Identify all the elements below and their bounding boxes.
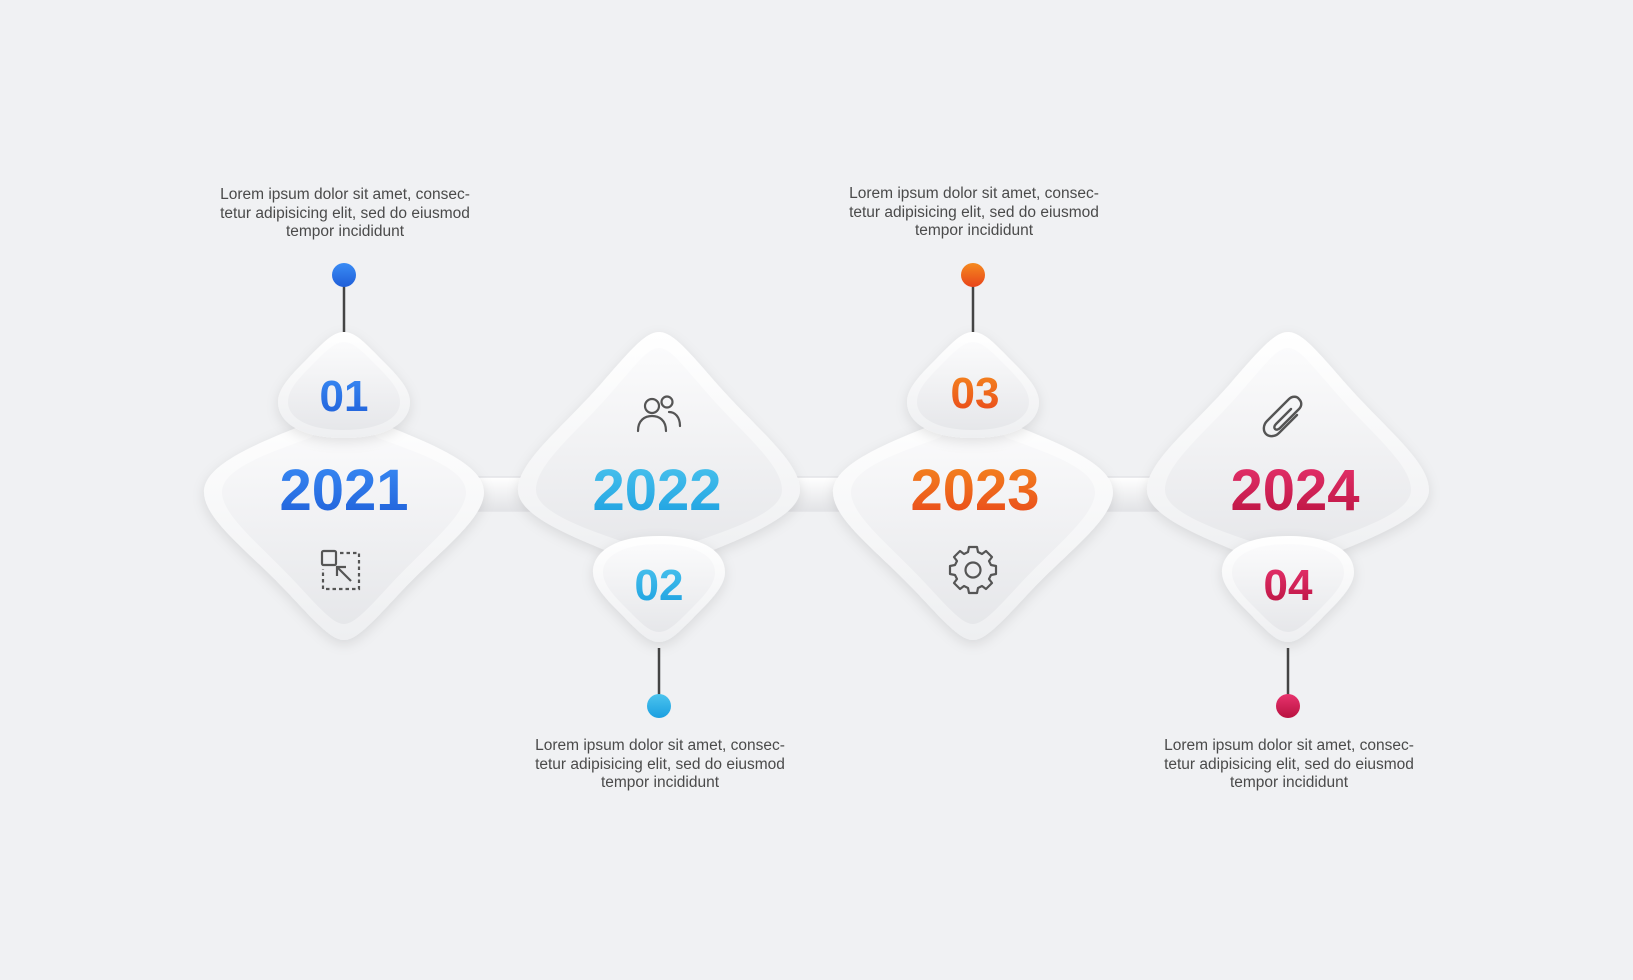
- step-number: 02: [635, 561, 684, 610]
- description-line: tetur adipisicing elit, sed do eiusmod: [849, 203, 1099, 221]
- step-number: 04: [1264, 561, 1313, 610]
- timeline-step-2023: 03 2023: [833, 263, 1113, 640]
- description-line: tempor incididunt: [1229, 774, 1349, 791]
- marker-dot: [961, 263, 985, 287]
- description-line: Lorem ipsum dolor sit amet, consec-: [1164, 737, 1414, 754]
- description-line: Lorem ipsum dolor sit amet, consec-: [849, 185, 1099, 202]
- diamond-inner: [222, 424, 466, 624]
- step-number: 03: [951, 369, 1000, 418]
- description-line: Lorem ipsum dolor sit amet, consec-: [220, 186, 470, 203]
- description-line: tempor incididunt: [285, 223, 405, 240]
- paperclip-icon: [1262, 395, 1303, 438]
- description-line: tempor incididunt: [914, 222, 1034, 239]
- description-line: tempor incididunt: [600, 774, 720, 791]
- diamond-inner: [536, 348, 782, 556]
- step-year: 2022: [592, 458, 721, 523]
- description-line: Lorem ipsum dolor sit amet, consec-: [535, 737, 785, 754]
- step-description-2024: Lorem ipsum dolor sit amet, consec- tetu…: [1129, 737, 1449, 793]
- number-cap-inner: [917, 342, 1029, 430]
- step-description-2021: Lorem ipsum dolor sit amet, consec- tetu…: [185, 186, 505, 242]
- step-year: 2021: [279, 458, 408, 523]
- description-line: tetur adipisicing elit, sed do eiusmod: [535, 755, 785, 773]
- number-cap-inner: [288, 342, 400, 430]
- step-year: 2024: [1230, 458, 1359, 523]
- number-cap-inner: [603, 544, 715, 632]
- diamond-inner: [851, 424, 1095, 624]
- diamond-inner: [1165, 348, 1411, 556]
- step-description-2023: Lorem ipsum dolor sit amet, consec- tetu…: [814, 185, 1134, 241]
- gear-icon: [948, 545, 998, 595]
- select-move-icon: [320, 549, 361, 591]
- step-description-2022: Lorem ipsum dolor sit amet, consec- tetu…: [500, 737, 820, 793]
- marker-dot: [332, 263, 356, 287]
- users-icon: [636, 395, 682, 433]
- timeline-step-2021: 01 2021: [204, 263, 484, 640]
- description-line: tetur adipisicing elit, sed do eiusmod: [1164, 755, 1414, 773]
- timeline-step-2024: 04 2024: [1147, 332, 1429, 718]
- number-cap-inner: [1232, 544, 1344, 632]
- step-number: 01: [320, 372, 369, 421]
- marker-dot: [647, 694, 671, 718]
- marker-dot: [1276, 694, 1300, 718]
- timeline-step-2022: 02 2022: [518, 332, 800, 718]
- step-year: 2023: [910, 458, 1039, 523]
- description-line: tetur adipisicing elit, sed do eiusmod: [220, 204, 470, 222]
